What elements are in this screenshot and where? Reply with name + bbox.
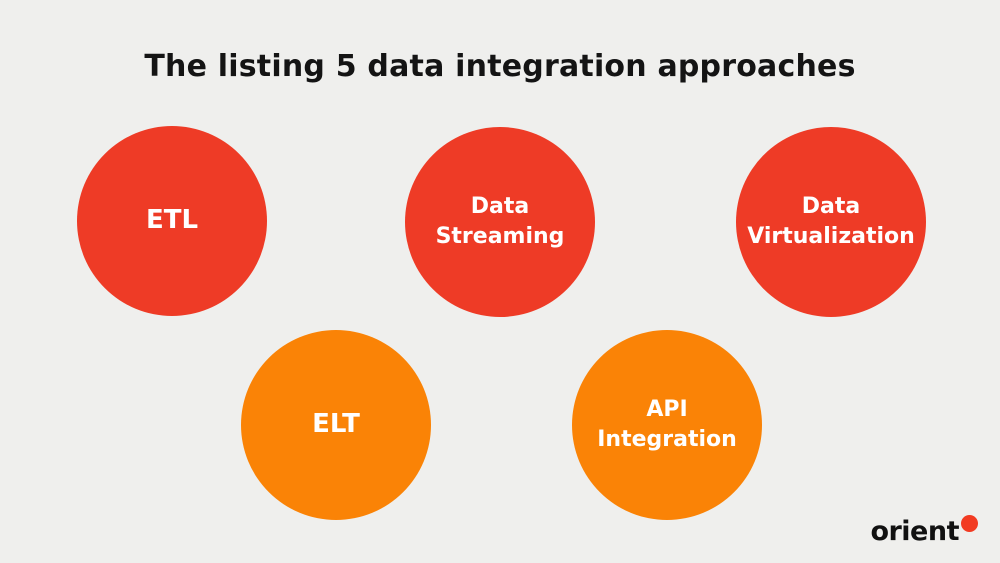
circle-label: ELT bbox=[312, 409, 360, 440]
circle-label-line2: Streaming bbox=[435, 224, 565, 249]
circle-label-line2: Integration bbox=[597, 427, 737, 452]
circle-etl: ETL bbox=[77, 126, 267, 316]
page-title: The listing 5 data integration approache… bbox=[144, 49, 856, 84]
circle-label: Data bbox=[470, 193, 530, 219]
brand-logo-text: orient bbox=[870, 516, 959, 547]
circle-data-streaming: Data Streaming bbox=[405, 127, 595, 317]
circle-label: API bbox=[646, 396, 688, 422]
circle-api-integration: API Integration bbox=[572, 330, 762, 520]
brand-logo: orient bbox=[870, 515, 978, 547]
circle-data-virtualization: Data Virtualization bbox=[736, 127, 926, 317]
circle-label: ETL bbox=[145, 205, 199, 236]
circle-label: Data bbox=[801, 193, 861, 219]
circle-elt: ELT bbox=[241, 330, 431, 520]
red-dot-icon bbox=[961, 515, 978, 532]
circle-label-line2: Virtualization bbox=[747, 224, 915, 249]
